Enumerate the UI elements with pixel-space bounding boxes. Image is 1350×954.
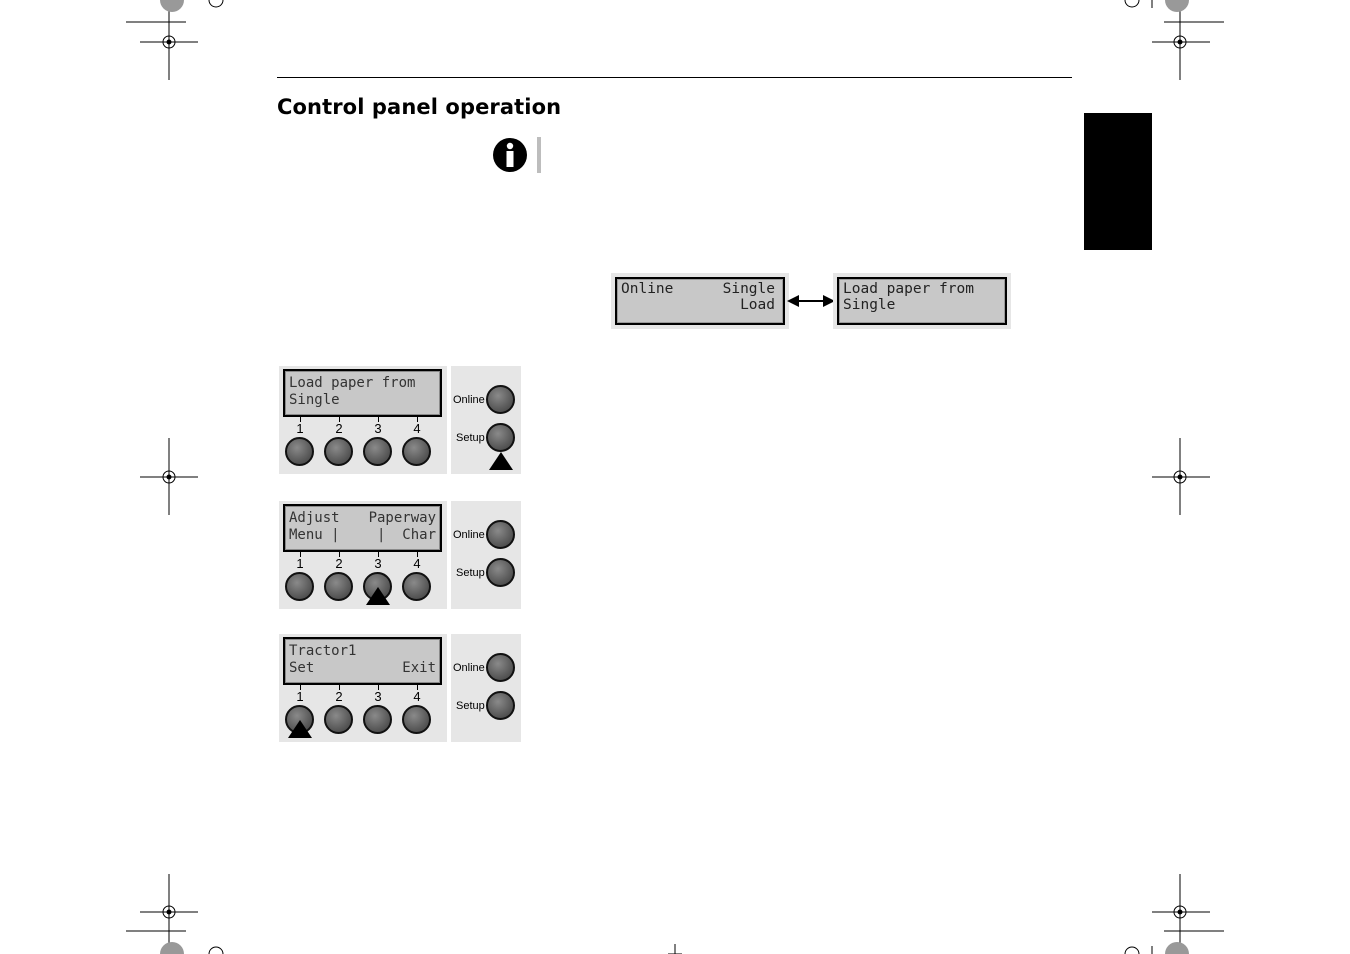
- panel-display: Load paper from Single: [283, 369, 442, 417]
- button-number: 4: [413, 421, 421, 436]
- online-label: Online: [453, 394, 485, 406]
- info-bar: [537, 137, 541, 173]
- display-text: |: [377, 527, 386, 543]
- setup-label: Setup: [456, 432, 485, 444]
- button-4[interactable]: [402, 572, 431, 601]
- button-number: 3: [374, 556, 382, 571]
- display-text: Load paper from: [289, 375, 416, 391]
- button-number: 2: [335, 689, 343, 704]
- display-load-paper: Load paper from Single: [833, 273, 1011, 329]
- display-online: Online Single Load: [611, 273, 789, 329]
- panel-display: Tractor1 Set Exit: [283, 637, 442, 685]
- press-arrow-icon: [489, 452, 513, 470]
- control-panel-2: Adjust Paperway Menu | | Char 1 2 3 4: [279, 501, 447, 609]
- control-panel-3: Tractor1 Set Exit 1 2 3 4: [279, 634, 447, 742]
- button-number: 3: [374, 689, 382, 704]
- control-side-1: Online Setup: [451, 366, 521, 474]
- press-arrow-icon: [288, 720, 312, 738]
- online-button[interactable]: [486, 653, 515, 682]
- display-text: Paperway: [368, 510, 436, 526]
- display-text: Single: [289, 392, 340, 408]
- setup-button[interactable]: [486, 558, 515, 587]
- display-text: Set: [289, 660, 315, 676]
- online-label: Online: [453, 529, 485, 541]
- display-text: Exit: [402, 660, 436, 676]
- setup-label: Setup: [456, 567, 485, 579]
- display-text: Online: [621, 281, 674, 297]
- display-text: Adjust: [289, 510, 340, 526]
- double-arrow-icon: [787, 295, 835, 307]
- display-text: Single: [722, 281, 775, 297]
- button-2[interactable]: [324, 437, 353, 466]
- display-text: Tractor1: [289, 643, 357, 659]
- button-4[interactable]: [402, 437, 431, 466]
- info-icon: [493, 138, 527, 172]
- button-number: 4: [413, 556, 421, 571]
- button-3[interactable]: [363, 705, 392, 734]
- display-text: Load paper from: [843, 281, 974, 297]
- control-panel-1: Load paper from Single 1 2 3 4: [279, 366, 447, 474]
- button-number: 1: [296, 421, 304, 436]
- header-rule: [277, 77, 1072, 78]
- setup-button[interactable]: [486, 691, 515, 720]
- online-button[interactable]: [486, 385, 515, 414]
- display-text: Char: [402, 527, 436, 543]
- online-button[interactable]: [486, 520, 515, 549]
- button-number: 1: [296, 556, 304, 571]
- section-tab: [1084, 113, 1152, 250]
- online-label: Online: [453, 662, 485, 674]
- button-number: 4: [413, 689, 421, 704]
- button-2[interactable]: [324, 705, 353, 734]
- setup-button[interactable]: [486, 423, 515, 452]
- button-1[interactable]: [285, 437, 314, 466]
- button-number: 2: [335, 556, 343, 571]
- button-number: 3: [374, 421, 382, 436]
- display-text: Single: [843, 297, 896, 313]
- button-number: 2: [335, 421, 343, 436]
- button-3[interactable]: [363, 437, 392, 466]
- display-text: Load: [740, 297, 775, 313]
- press-arrow-icon: [366, 587, 390, 605]
- panel-display: Adjust Paperway Menu | | Char: [283, 504, 442, 552]
- page-title: Control panel operation: [277, 95, 562, 119]
- control-side-3: Online Setup: [451, 634, 521, 742]
- display-text: Menu |: [289, 527, 340, 543]
- button-1[interactable]: [285, 572, 314, 601]
- control-side-2: Online Setup: [451, 501, 521, 609]
- button-4[interactable]: [402, 705, 431, 734]
- button-2[interactable]: [324, 572, 353, 601]
- setup-label: Setup: [456, 700, 485, 712]
- button-number: 1: [296, 689, 304, 704]
